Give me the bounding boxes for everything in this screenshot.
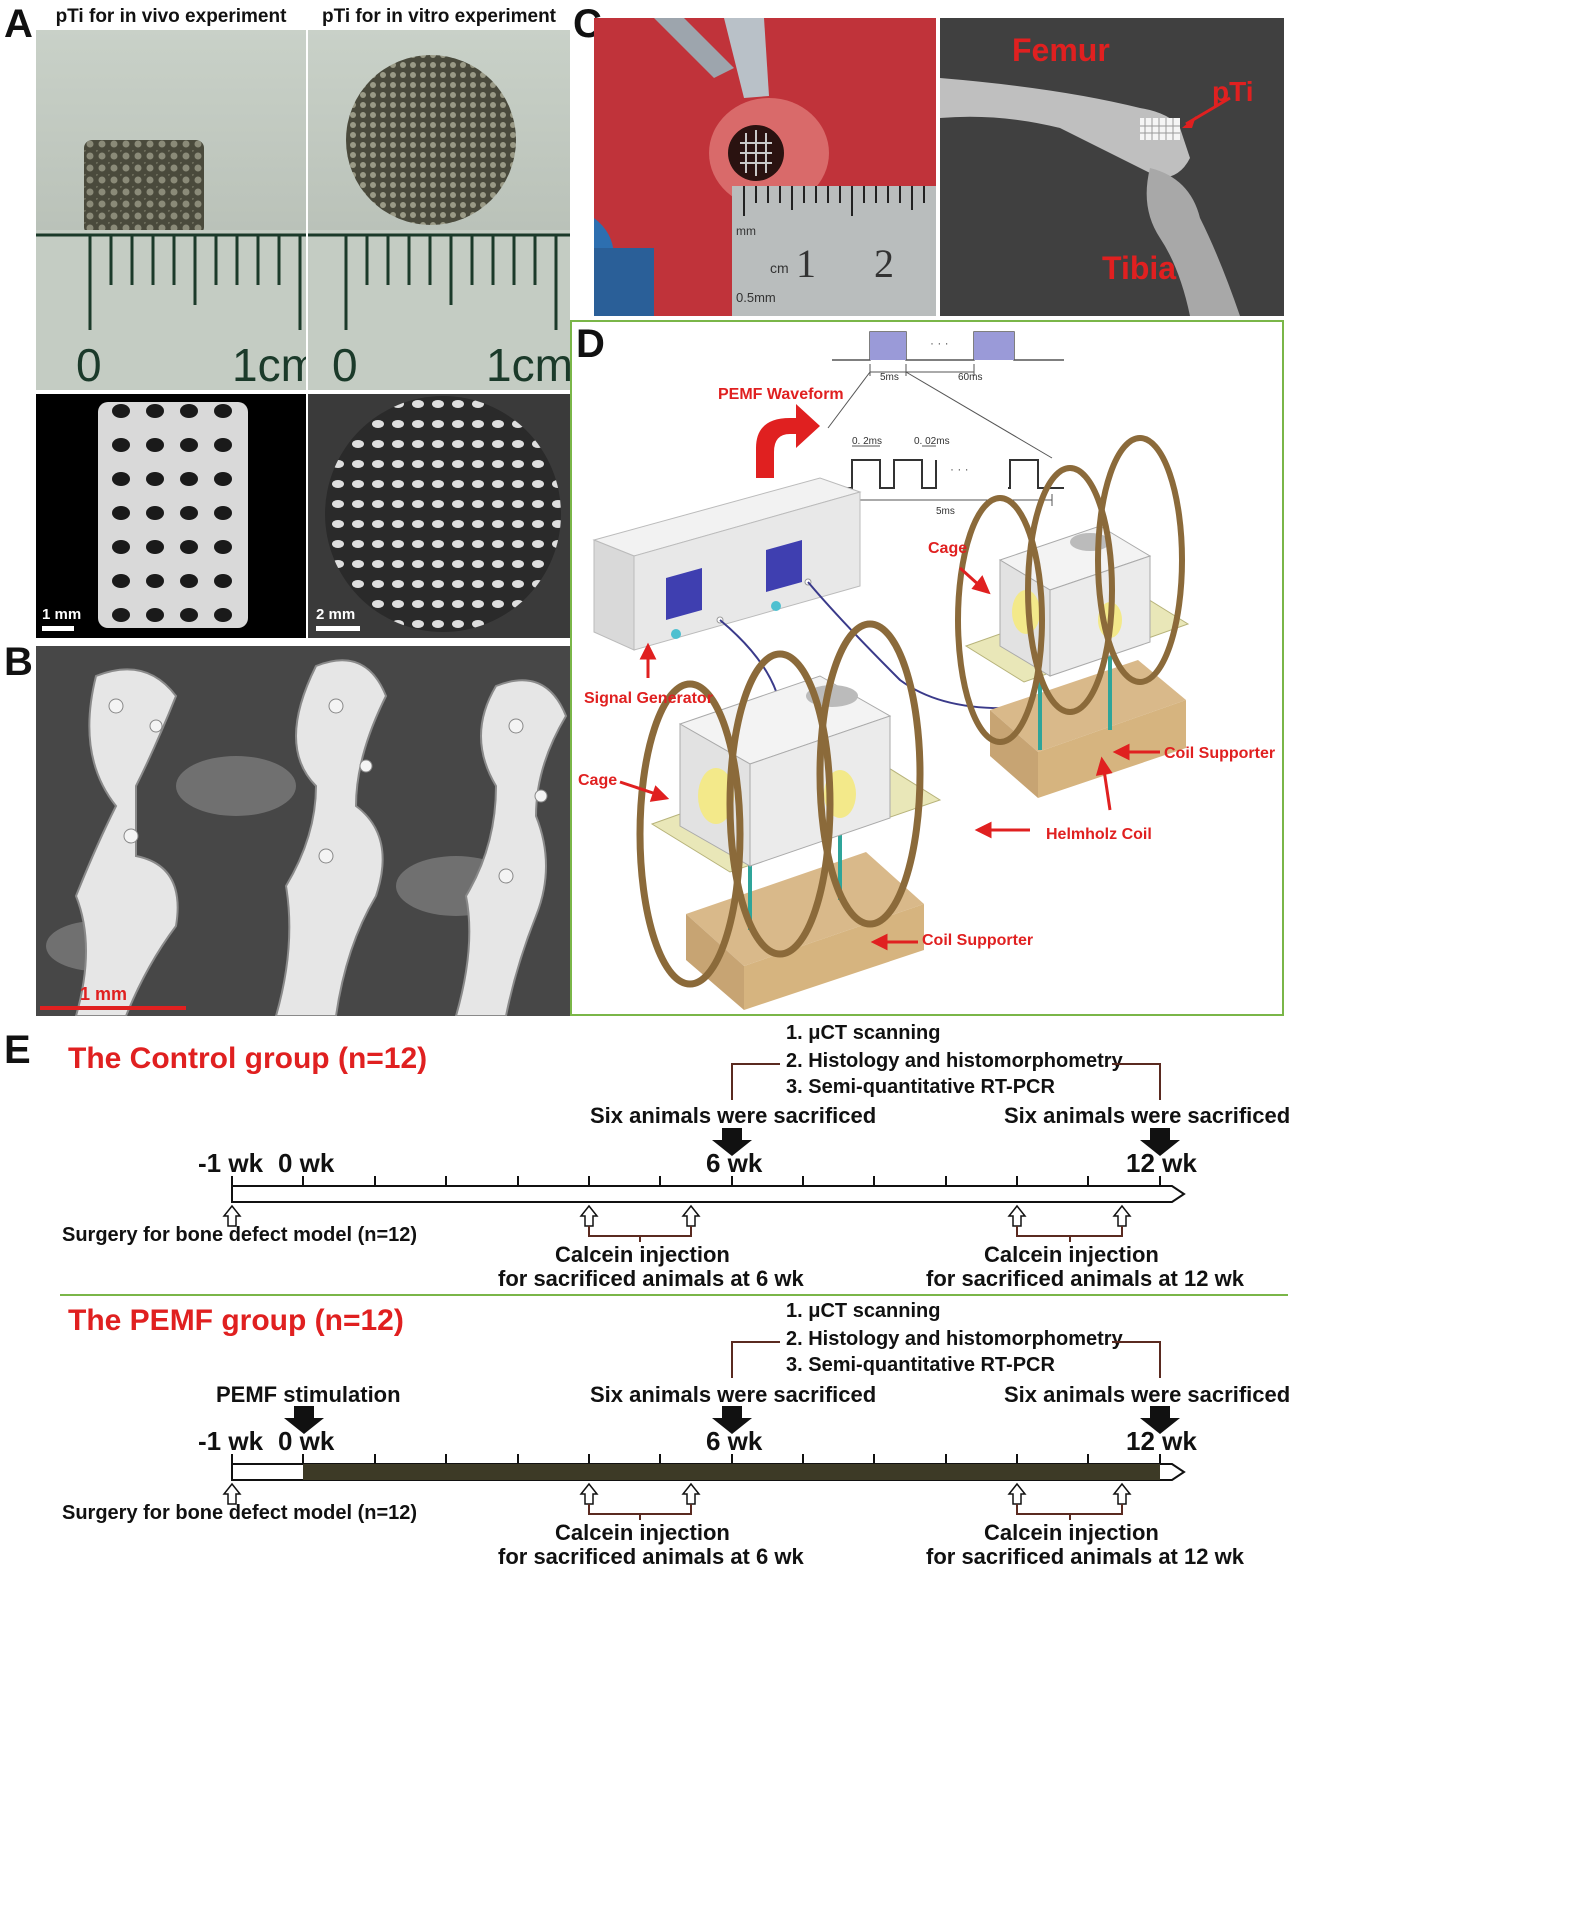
surgery-photo: mm cm 1 2 0.5mm: [594, 18, 936, 316]
photo-pti-in-vitro: 0 1cm: [308, 30, 570, 390]
photo-pti-in-vivo-art: [36, 140, 306, 390]
control-sacrifice-arrows: [712, 1128, 1180, 1156]
waveform-arrow-icon: [756, 404, 820, 478]
pemf-calcein-brackets: [588, 1504, 1123, 1520]
pemf-sacrificed-6: Six animals were sacrificed: [590, 1382, 877, 1407]
microct-in-vivo-art: [98, 402, 248, 628]
pemf-arrows: [284, 1406, 1180, 1434]
pemf-timeline-bar: [231, 1454, 1186, 1481]
pemf-stimulation: PEMF stimulation: [216, 1382, 401, 1407]
microct-in-vivo: 1 mm: [36, 394, 306, 638]
label-coil-supporter-left: Coil Supporter: [922, 932, 1034, 949]
wave-bottom-t2: 0. 02ms: [914, 436, 950, 447]
scale-label-b: 1 mm: [80, 984, 128, 1004]
sem-image: 1 mm: [36, 646, 570, 1016]
ruler-1cm-left: 1cm: [232, 339, 306, 390]
panel-label-b: B: [4, 640, 33, 684]
scale-bar-b: [40, 1006, 186, 1010]
control-analysis-1: 1. μCT scanning: [786, 1022, 941, 1044]
pemf-calcein-6-line2: for sacrificed animals at 6 wk: [498, 1544, 804, 1569]
pemf-analysis-2: 2. Histology and histomorphometry: [786, 1328, 1123, 1350]
ruler-zero-left: 0: [76, 339, 102, 390]
left-coil-assembly: [636, 620, 942, 1010]
ruler-1cm-right: 1cm: [486, 339, 570, 390]
scale-label-a-left: 1 mm: [42, 606, 82, 623]
panel-d-diagram: [592, 331, 1190, 1010]
control-sacrificed-12: Six animals were sacrificed: [1004, 1103, 1291, 1128]
wave-bottom-t1: 0. 2ms: [852, 436, 883, 447]
caption-in-vivo: pTi for in vivo experiment: [55, 6, 287, 27]
microct-in-vitro: 2 mm: [308, 394, 570, 638]
control-surgery: Surgery for bone defect model (n=12): [62, 1224, 418, 1246]
pemf-bracket: [731, 1341, 1161, 1378]
pemf-calcein-6-line1: Calcein injection: [555, 1520, 730, 1545]
label-cage-right: Cage: [928, 540, 968, 557]
xray-photo-art: [940, 18, 1284, 316]
microct-in-vitro-art: [308, 394, 570, 638]
control-timeline-bar: [231, 1176, 1186, 1203]
ruler-mm-label: mm: [736, 224, 756, 238]
scale-bar-a-right: [316, 626, 360, 631]
signal-generator-box: [592, 477, 862, 651]
pemf-calcein-12-line2: for sacrificed animals at 12 wk: [926, 1544, 1244, 1569]
panel-d-frame: [570, 320, 1284, 1016]
wave-bottom-ellipsis: · · ·: [950, 462, 969, 476]
pemf-group-title: The PEMF group (n=12): [68, 1304, 404, 1337]
control-calcein-6-line2: for sacrificed animals at 6 wk: [498, 1266, 804, 1291]
label-signal-generator: Signal Generator: [584, 690, 713, 707]
control-tick-0: 0 wk: [278, 1148, 335, 1178]
label-cage-left: Cage: [578, 772, 618, 789]
wave-top-t1: 5ms: [880, 372, 899, 383]
control-analysis-2: 2. Histology and histomorphometry: [786, 1050, 1123, 1072]
label-coil-supporter-right: Coil Supporter: [1164, 745, 1276, 762]
control-bracket: [731, 1063, 1161, 1100]
wave-top-t2: 60ms: [958, 372, 983, 383]
control-injection-arrows: [222, 1204, 1132, 1227]
panel-label-d: D: [576, 322, 605, 366]
control-calcein-12-line1: Calcein injection: [984, 1242, 1159, 1267]
photo-pti-in-vivo: 0 1cm: [36, 30, 306, 390]
xray-photo: Femur pTi Tibia: [940, 18, 1284, 316]
wave-bottom-total: 5ms: [936, 506, 955, 517]
group-divider: [60, 1294, 1288, 1296]
xray-label-pti: pTi: [1212, 76, 1254, 107]
pemf-tick-m1: -1 wk: [198, 1426, 264, 1456]
scale-label-a-right: 2 mm: [316, 606, 356, 623]
control-calcein-6-line1: Calcein injection: [555, 1242, 730, 1267]
surgery-photo-art: [594, 18, 936, 316]
label-helmholz-coil: Helmholz Coil: [1046, 826, 1152, 843]
pemf-analysis-3: 3. Semi-quantitative RT-PCR: [786, 1354, 1055, 1376]
panel-label-e: E: [4, 1028, 31, 1072]
panel-label-a: A: [4, 2, 33, 46]
ruler-zero-right: 0: [332, 339, 358, 390]
ruler-2-label: 2: [874, 241, 894, 286]
waveform-title: PEMF Waveform: [718, 386, 844, 403]
ruler-05mm-label: 0.5mm: [736, 290, 776, 305]
xray-label-femur: Femur: [1012, 32, 1110, 68]
pemf-surgery: Surgery for bone defect model (n=12): [62, 1502, 418, 1524]
wave-top-ellipsis: · · ·: [930, 336, 949, 350]
control-tick-m1: -1 wk: [198, 1148, 264, 1178]
control-analysis-3: 3. Semi-quantitative RT-PCR: [786, 1076, 1055, 1098]
control-calcein-12-line2: for sacrificed animals at 12 wk: [926, 1266, 1244, 1291]
waveform-top: [827, 331, 1064, 459]
ruler-cm-label: cm: [770, 260, 789, 276]
control-sacrificed-6: Six animals were sacrificed: [590, 1103, 877, 1128]
pemf-sacrificed-12: Six animals were sacrificed: [1004, 1382, 1291, 1407]
caption-in-vitro: pTi for in vitro experiment: [321, 6, 557, 27]
right-coil-assembly: [955, 435, 1190, 798]
pemf-injection-arrows: [222, 1482, 1132, 1505]
control-group-title: The Control group (n=12): [68, 1042, 428, 1075]
scale-bar-a-left: [42, 626, 74, 631]
pemf-calcein-12-line1: Calcein injection: [984, 1520, 1159, 1545]
control-calcein-brackets: [588, 1226, 1123, 1242]
ruler-1-label: 1: [796, 241, 816, 286]
label-arrows: [619, 566, 1160, 951]
waveform-bottom: [824, 445, 1064, 506]
sem-image-art: [36, 646, 570, 1016]
pemf-analysis-1: 1. μCT scanning: [786, 1300, 941, 1322]
xray-label-tibia: Tibia: [1102, 250, 1177, 286]
photo-pti-in-vitro-art: [308, 55, 570, 390]
timeline-graphics: [222, 1063, 1186, 1520]
